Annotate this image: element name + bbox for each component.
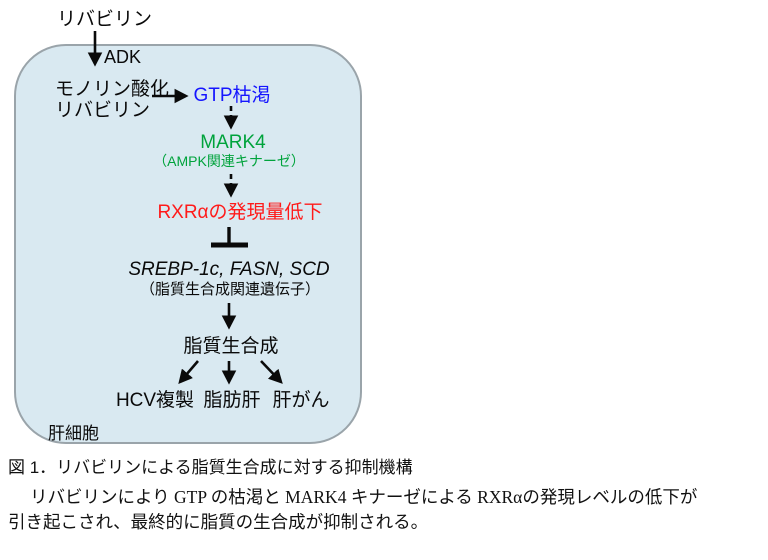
figure-caption-title: 図 1．リバビリンによる脂質生合成に対する抑制機構 (8, 458, 413, 477)
mono-line-1: モノリン酸化 (55, 79, 170, 100)
hepatocyte-label: 肝細胞 (48, 424, 99, 443)
enzyme-adk-label: ADK (104, 47, 142, 67)
node-outcome-fatty-liver: 脂肪肝 (203, 390, 261, 411)
node-mark4: MARK4 (200, 132, 266, 153)
node-ribavirin: リバビリン (57, 9, 153, 30)
figure-caption-line-1: リバビリンにより GTP の枯渇と MARK4 キナーゼによる RXRαの発現レ… (30, 487, 698, 507)
mono-line-2: リバビリン (55, 100, 151, 121)
figure-caption-line-2: 引き起こされ、最終的に脂質の生合成が抑制される。 (8, 512, 429, 532)
node-rxr-downregulation: RXRαの発現量低下 (157, 202, 323, 223)
node-lipogenesis: 脂質生合成 (183, 336, 279, 357)
node-outcome-hcv-replication: HCV複製 (115, 390, 195, 411)
node-lipogenic-genes: SREBP-1c, FASN, SCD (128, 259, 330, 280)
node-outcome-liver-cancer: 肝がん (272, 390, 330, 411)
node-mark4-subtitle: （AMPK関連キナーゼ） (153, 153, 305, 169)
node-monophosphorylated-ribavirin: モノリン酸化 リバビリン (55, 79, 169, 121)
node-gtp-depletion: GTP枯渇 (193, 85, 271, 106)
node-lipogenic-genes-subtitle: （脂質生合成関連遺伝子） (139, 281, 321, 298)
